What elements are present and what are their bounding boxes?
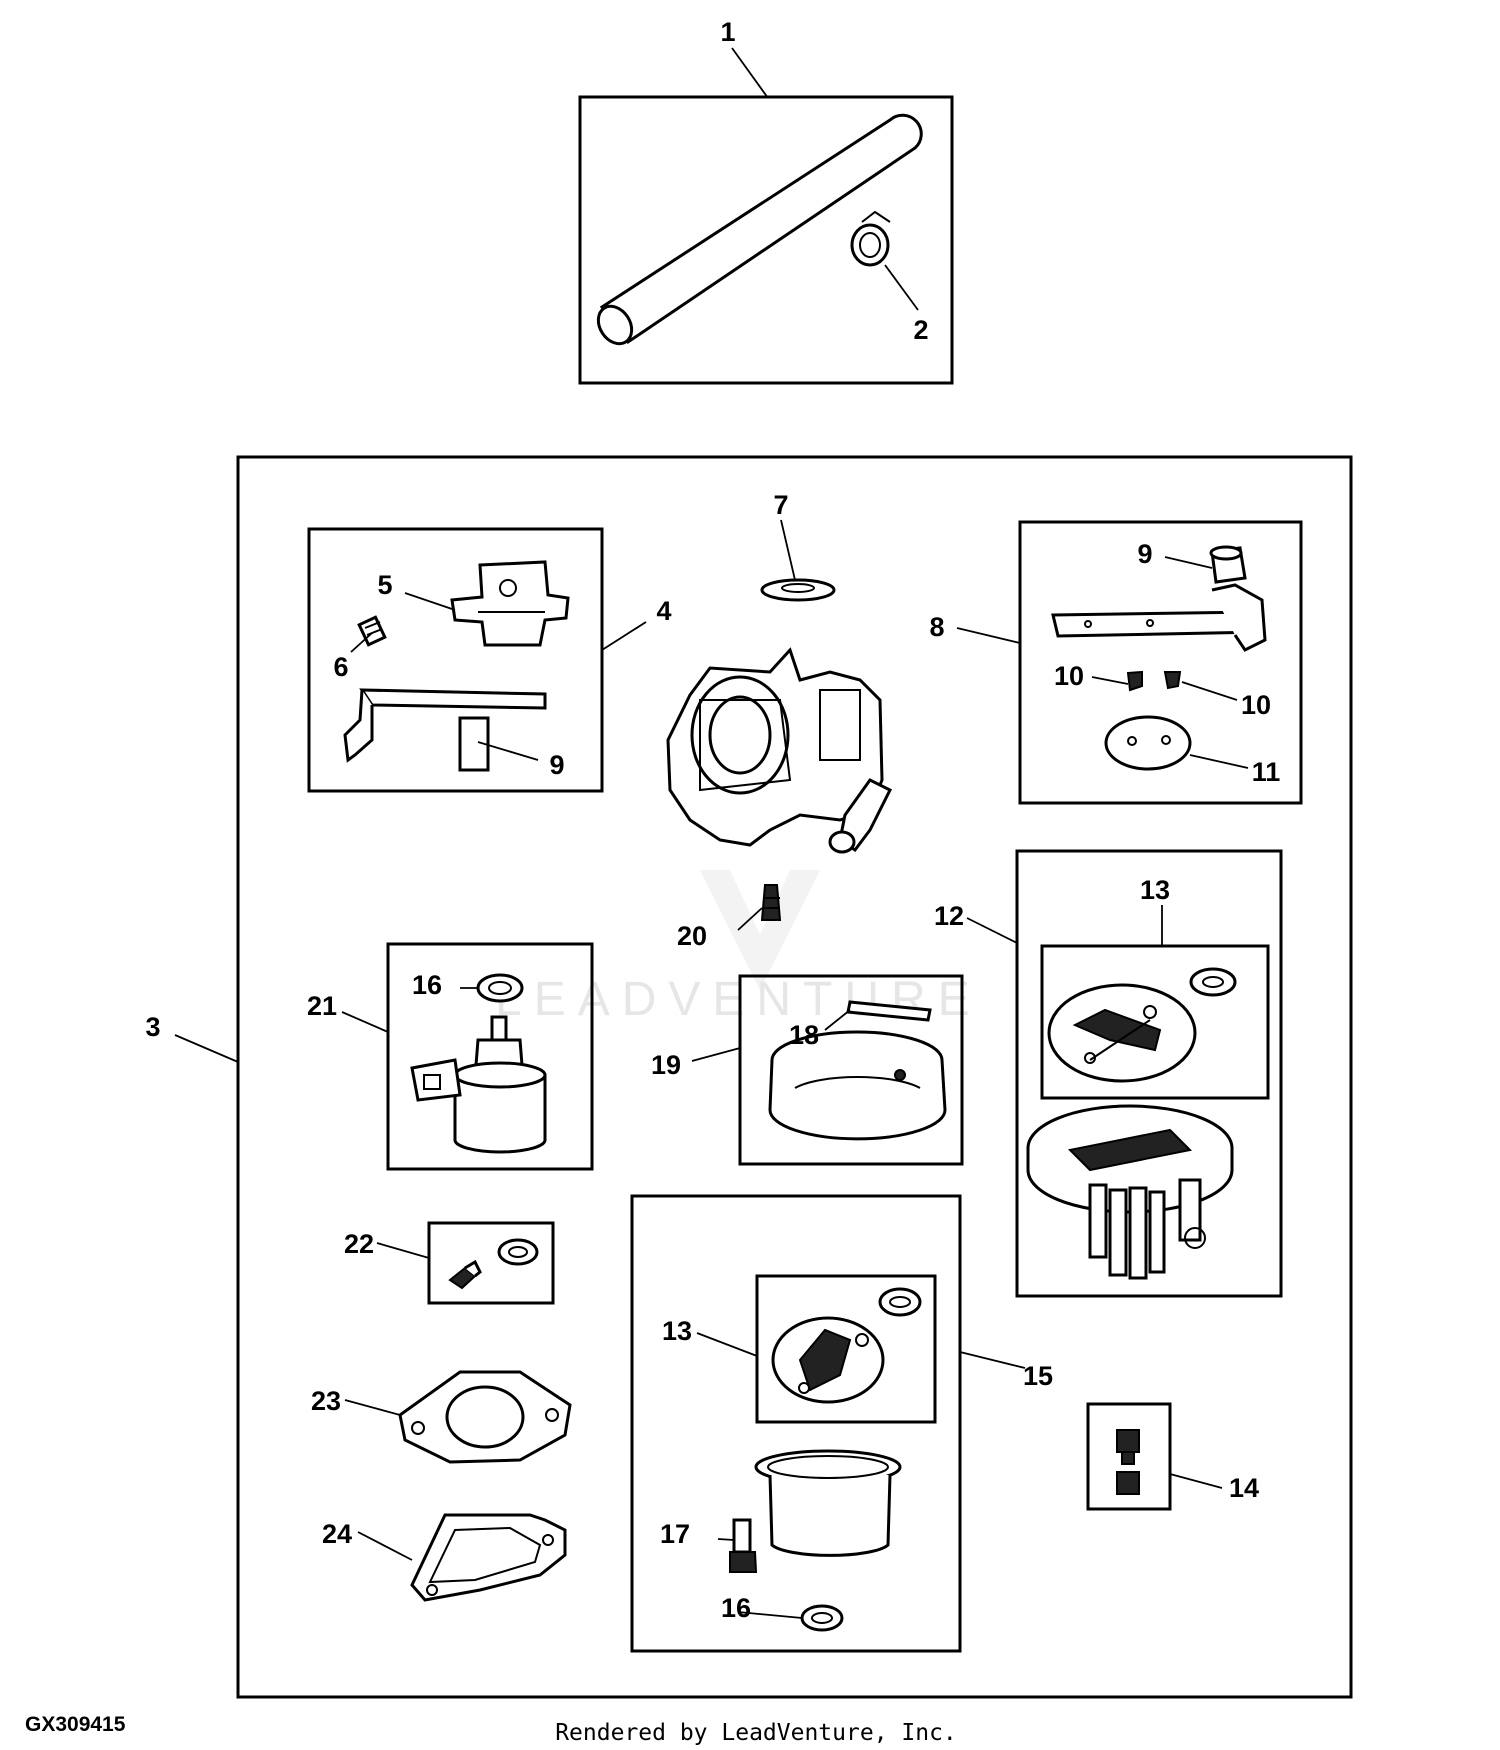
callout-20[interactable]: 20 <box>677 921 707 951</box>
callout-13a[interactable]: 13 <box>1140 875 1170 905</box>
gasket-7[interactable] <box>760 578 836 602</box>
callout-17[interactable]: 17 <box>660 1519 690 1549</box>
callout-13b[interactable]: 13 <box>662 1316 692 1346</box>
callout-12[interactable]: 12 <box>934 901 964 931</box>
leader-lines <box>174 47 1249 1619</box>
float-gasket-13a[interactable] <box>1047 983 1197 1083</box>
screw-10b[interactable] <box>1163 671 1182 690</box>
fuel-solenoid-box[interactable] <box>386 942 594 1171</box>
float-bowl-box[interactable] <box>738 974 964 1166</box>
callout-4[interactable]: 4 <box>656 596 671 626</box>
callout-15[interactable]: 15 <box>1023 1361 1053 1391</box>
float-19[interactable] <box>768 1030 947 1141</box>
bushing-9b[interactable] <box>1209 545 1247 584</box>
float-bowl[interactable] <box>754 1449 902 1557</box>
washer-16a[interactable] <box>476 973 524 1003</box>
throttle-kit-box[interactable] <box>307 527 604 793</box>
callout-16a[interactable]: 16 <box>412 970 442 1000</box>
callout-1[interactable]: 1 <box>720 17 735 47</box>
callout-11[interactable]: 11 <box>1252 757 1281 787</box>
callout-24[interactable]: 24 <box>322 1519 352 1549</box>
callout-16b[interactable]: 16 <box>721 1593 751 1623</box>
watermark-logo <box>700 870 820 990</box>
callout-6[interactable]: 6 <box>333 652 348 682</box>
float-gasket-kit-box-12[interactable] <box>1040 944 1270 1100</box>
fuel-line-box[interactable] <box>578 95 954 385</box>
callout-19[interactable]: 19 <box>651 1050 681 1080</box>
callout-7[interactable]: 7 <box>773 490 788 520</box>
choke-plate[interactable] <box>1104 715 1192 771</box>
bowl-gasket-box-13[interactable] <box>755 1274 937 1424</box>
callout-10a[interactable]: 10 <box>1054 661 1084 691</box>
washer-16b[interactable] <box>800 1604 844 1632</box>
bolt-17[interactable] <box>729 1518 758 1573</box>
figure-id: GX309415 <box>25 1713 126 1736</box>
jet-kit-box[interactable] <box>1086 1402 1172 1511</box>
callout-3[interactable]: 3 <box>145 1012 160 1042</box>
bowl-gasket-13b[interactable] <box>771 1316 885 1404</box>
screw-10a[interactable] <box>1126 670 1143 692</box>
callout-18[interactable]: 18 <box>789 1020 819 1050</box>
hose-clamp[interactable] <box>850 210 891 267</box>
callout-5[interactable]: 5 <box>377 570 392 600</box>
float-pin[interactable] <box>846 1000 932 1022</box>
gasket-23[interactable] <box>398 1370 572 1464</box>
throttle-plate[interactable] <box>450 560 570 647</box>
callout-10b[interactable]: 10 <box>1241 690 1271 720</box>
callout-14[interactable]: 14 <box>1229 1473 1259 1503</box>
callout-labels: 1 2 3 4 5 6 7 8 9 9 10 10 11 12 13 13 14… <box>145 17 1280 1623</box>
washer-13b[interactable] <box>878 1287 922 1317</box>
callout-9a[interactable]: 9 <box>549 750 564 780</box>
gasket-24[interactable] <box>410 1513 567 1602</box>
washer-22[interactable] <box>497 1238 539 1266</box>
float-assembly[interactable] <box>1026 1104 1234 1280</box>
jet-14[interactable] <box>1116 1429 1140 1495</box>
needle-valve[interactable] <box>760 884 782 921</box>
screw-22[interactable] <box>448 1259 482 1290</box>
callout-8[interactable]: 8 <box>929 612 944 642</box>
carburetor-body[interactable] <box>666 647 893 854</box>
washer-13a[interactable] <box>1189 967 1237 997</box>
callout-21[interactable]: 21 <box>307 991 337 1021</box>
carburetor-kit-box[interactable] <box>236 455 1353 1699</box>
choke-kit-box[interactable] <box>1018 520 1303 805</box>
fuel-solenoid[interactable] <box>410 1015 547 1154</box>
callout-2[interactable]: 2 <box>913 315 928 345</box>
float-kit-box[interactable] <box>1015 849 1283 1298</box>
throttle-shaft[interactable] <box>343 688 547 763</box>
callout-22[interactable]: 22 <box>344 1229 374 1259</box>
callout-9b[interactable]: 9 <box>1137 539 1152 569</box>
callout-23[interactable]: 23 <box>311 1386 341 1416</box>
bowl-kit-box[interactable] <box>630 1194 962 1653</box>
credit-text: Rendered by LeadVenture, Inc. <box>555 1720 957 1746</box>
choke-shaft[interactable] <box>1051 583 1267 652</box>
fuel-line-hose[interactable] <box>592 113 923 350</box>
screw-washer-box[interactable] <box>427 1221 555 1305</box>
